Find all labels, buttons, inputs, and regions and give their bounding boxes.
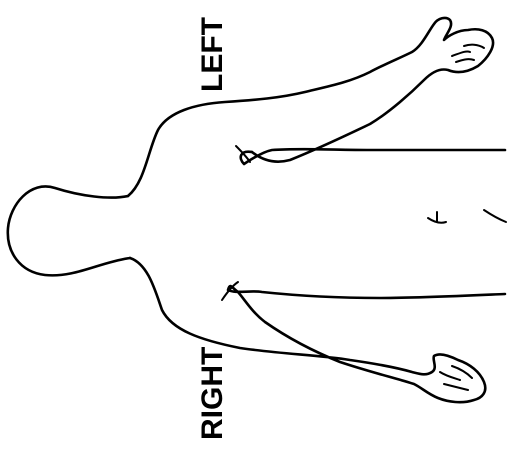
left-hand-fingers <box>452 45 484 62</box>
left-underarm-crease <box>236 146 250 162</box>
navel-mark <box>428 212 446 223</box>
left-arm-outer-outline <box>128 18 493 196</box>
groin-crease-mark <box>484 210 506 222</box>
right-side-label: RIGHT <box>196 347 229 440</box>
left-side-label: LEFT <box>196 17 229 92</box>
right-hand-fingers <box>440 366 472 390</box>
head-outline <box>8 186 130 275</box>
right-arm-outer-outline <box>130 258 485 402</box>
right-torso-outline <box>228 286 505 298</box>
